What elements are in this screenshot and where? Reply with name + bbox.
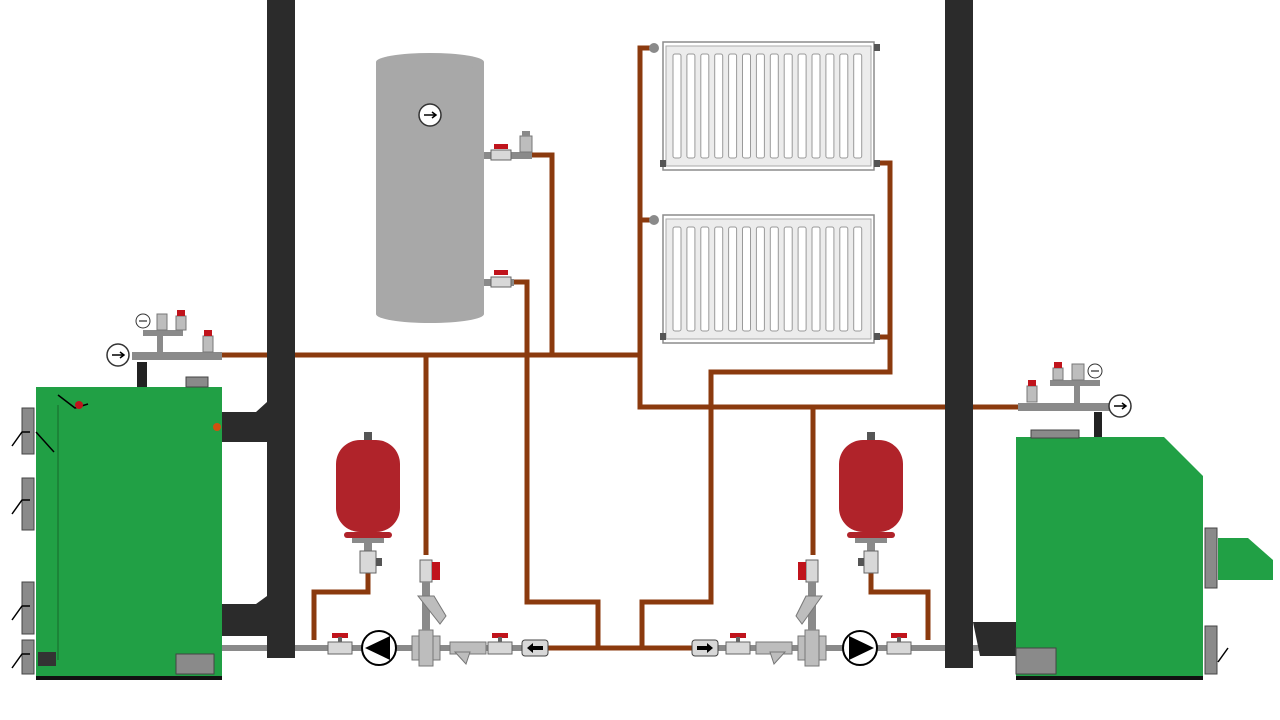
expansion-tank-right [839,432,903,574]
tank-top-valve [484,131,533,161]
radiator-fin [728,53,738,159]
thermometer-icon [135,313,151,329]
tank-bottom-valve [484,270,514,288]
ball-valve-right-1 [725,633,751,655]
radiator-fin [755,53,765,159]
radiator-fin [853,53,863,159]
boiler-right-doors [1204,527,1218,675]
thermometer-icon [418,103,442,127]
radiator-fin [714,53,724,159]
pellet-boiler [1015,362,1273,680]
radiator-fin [672,226,682,332]
radiator-fin [839,226,849,332]
pipe-tank-bottom [512,279,601,648]
ball-valve-left-1 [327,633,353,655]
radiator-fin [728,226,738,332]
radiator-fin [769,53,779,159]
pipe-radiator-return [639,160,893,648]
pump-right [842,630,878,666]
pump-line-right [691,559,912,667]
radiator-fin [769,226,779,332]
radiator-fin [742,226,751,332]
boiler-left-doors [21,407,35,675]
pressure-gauge-icon [1108,394,1132,418]
ball-valve-right-2 [886,633,912,655]
y-strainer-left [449,641,487,665]
radiator-fin [811,53,821,159]
radiator-fin [825,53,835,159]
buffer-tank [376,53,533,323]
radiator-fin [686,53,696,159]
radiator-upper [649,41,880,171]
arrow-left-icon [521,639,549,657]
pump-line-left [327,559,549,667]
radiator-fin [825,226,835,332]
tee-fitting-right [795,559,827,667]
chimney-left [222,0,295,658]
safety-group-left [106,310,222,387]
safety-group-right [1018,362,1132,437]
pressure-gauge-icon [106,343,130,367]
expansion-tank-left [336,432,400,574]
chimney-right [945,0,1018,668]
pipe-exp-left [311,572,371,640]
radiator-fin [783,226,793,332]
radiator-fin [686,226,696,332]
radiator-fin [714,226,724,332]
radiator-fin [755,226,765,332]
thermometer-icon [1087,363,1103,379]
arrow-right-icon [691,639,719,657]
pipe-exp-right [868,572,931,640]
pump-left [361,630,397,666]
radiator-fin [811,226,821,332]
radiator-fin [853,226,863,332]
radiator-fin [700,53,710,159]
pipe-radiator-supply [637,45,945,410]
solid-fuel-boiler [11,310,222,680]
pipe-network [222,45,1018,651]
radiator-fin [700,226,710,332]
radiator-fin [797,226,807,332]
y-strainer-right [755,641,793,665]
ball-valve-left-2 [487,633,513,655]
radiator-lower [649,214,880,344]
radiator-fin [742,53,751,159]
radiator-fin [797,53,807,159]
radiator-fin [672,53,682,159]
tee-fitting-left [411,559,447,667]
radiator-fin [783,53,793,159]
pipe-tank-top [531,152,555,355]
radiator-fin [839,53,849,159]
